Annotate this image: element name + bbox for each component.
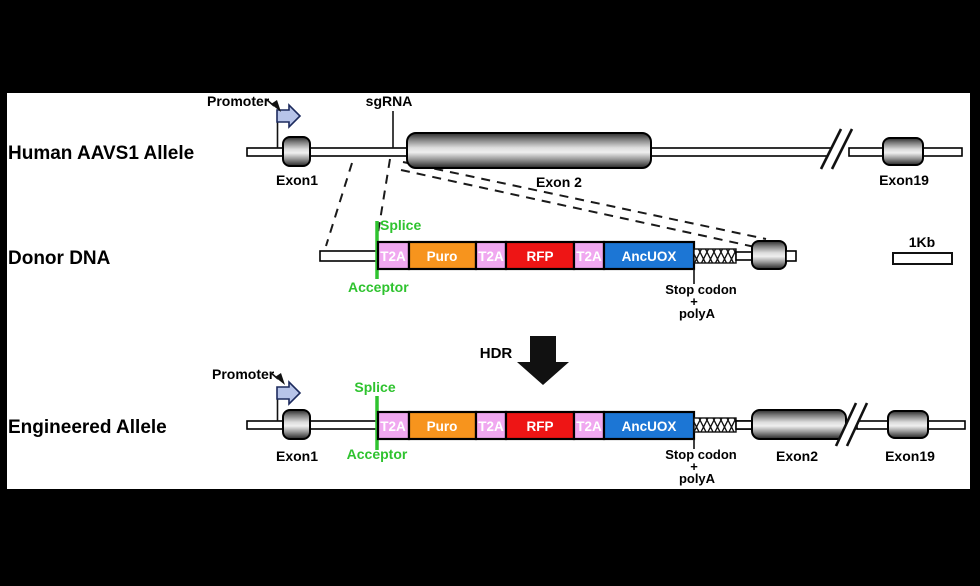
promoter-pointer-arrow-icon: [275, 373, 285, 385]
dashed-line-right-lower: [400, 169, 756, 248]
scale-bar: [892, 252, 953, 265]
hatched-spacer: [693, 248, 737, 264]
t2a-box-label: T2A: [576, 249, 602, 264]
plus-label: +: [690, 294, 698, 309]
donor-right-arm-tab: [785, 250, 797, 262]
aavs1-allele-row: Human AAVS1 Allele Promoter sgRNA Exon1 …: [8, 93, 963, 190]
acceptor-label: Acceptor: [347, 446, 408, 462]
puro-box: [407, 240, 478, 271]
exon1-label: Exon1: [276, 172, 318, 188]
t2a-box: [376, 240, 411, 271]
promoter-pointer-arrow-icon: [271, 100, 281, 112]
dashed-line-right-upper: [402, 161, 767, 240]
t2a-box-label: T2A: [478, 249, 504, 264]
break-slash-icon: [830, 128, 854, 170]
ancuox-box-label: AncUOX: [622, 419, 677, 434]
hdr-step: HDR: [480, 336, 569, 385]
acceptor-label: Acceptor: [348, 279, 409, 295]
hdr-label: HDR: [480, 345, 513, 362]
engineered-cassette: T2A Puro T2A RFP T2A AncUOX: [376, 410, 696, 441]
break-gap: [837, 403, 866, 446]
exon19-label: Exon19: [885, 448, 935, 464]
polya-label: polyA: [679, 471, 716, 486]
break-slash-icon: [819, 128, 843, 170]
homology-dashed-lines: [325, 158, 767, 248]
rfp-box-label: RFP: [527, 419, 554, 434]
promoter-flag-icon: [276, 103, 302, 129]
ancuox-box-label: AncUOX: [622, 249, 677, 264]
exon2-linker: [735, 420, 753, 430]
donor-left-homology-arm: [319, 250, 378, 262]
exon19-cylinder: [887, 410, 929, 439]
exon2-cylinder: [406, 132, 652, 169]
dashed-line-left-inner: [376, 158, 391, 240]
polya-label: polyA: [679, 306, 716, 321]
sgrna-label: sgRNA: [366, 93, 413, 109]
stop-codon-label: Stop codon: [665, 447, 737, 462]
break-gap: [822, 129, 851, 169]
t2a-box-label: T2A: [576, 419, 602, 434]
donor-right-homology-exon-cylinder: [751, 240, 787, 270]
rfp-box-label: RFP: [527, 249, 554, 264]
puro-box-label: Puro: [427, 419, 458, 434]
dashed-line-left-outer: [325, 162, 353, 247]
hatched-spacer: [693, 417, 737, 433]
hdr-down-arrow-icon: [517, 336, 569, 385]
t2a-box-label: T2A: [380, 249, 406, 264]
exon2-label: Exon2: [776, 448, 818, 464]
splice-label: Splice: [380, 217, 421, 233]
promoter-label: Promoter: [212, 366, 275, 382]
donor-cassette: T2A Puro T2A RFP T2A AncUOX: [376, 240, 696, 271]
stop-codon-label: Stop codon: [665, 282, 737, 297]
aavs1-row-label: Human AAVS1 Allele: [8, 143, 194, 164]
splice-label: Splice: [354, 379, 395, 395]
exon1-label: Exon1: [276, 448, 318, 464]
donor-right-arm-linker: [735, 251, 753, 261]
t2a-box-label: T2A: [478, 419, 504, 434]
puro-box-label: Puro: [427, 249, 458, 264]
engineered-row-label: Engineered Allele: [8, 417, 167, 438]
donor-dna-row: Donor DNA Splice Acceptor T2A Puro T2A R…: [8, 217, 953, 321]
exon19-label: Exon19: [879, 172, 929, 188]
exon1-cylinder: [282, 409, 311, 440]
break-slash-icon: [845, 402, 869, 447]
puro-box: [407, 410, 478, 441]
exon2-label: Exon 2: [536, 174, 582, 190]
plus-label: +: [690, 459, 698, 474]
exon19-cylinder: [882, 137, 924, 166]
scale-bar-label: 1Kb: [909, 234, 935, 250]
t2a-box: [376, 410, 411, 441]
t2a-box-label: T2A: [380, 419, 406, 434]
exon1-cylinder: [282, 136, 311, 167]
donor-row-label: Donor DNA: [8, 248, 111, 269]
exon2-cylinder: [751, 409, 847, 440]
promoter-label: Promoter: [207, 93, 270, 109]
break-slash-icon: [834, 402, 858, 447]
promoter-flag-icon: [276, 380, 302, 406]
engineered-allele-row: Engineered Allele Promoter Exon1 Splice …: [8, 366, 966, 486]
